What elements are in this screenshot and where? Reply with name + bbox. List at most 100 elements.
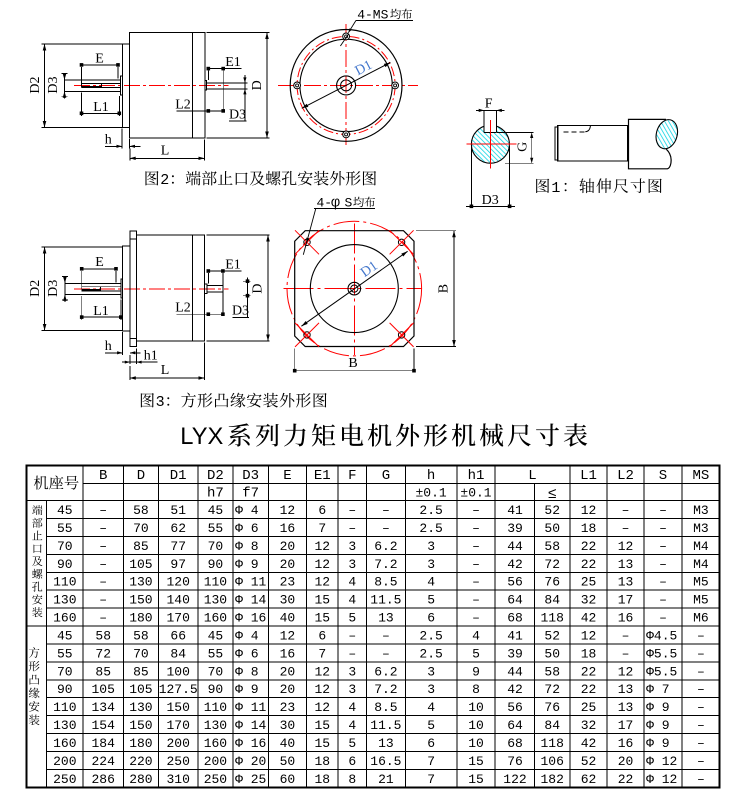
svg-text:D3: D3 [242,468,259,484]
svg-text:60: 60 [280,772,296,787]
svg-text:L1: L1 [93,100,109,115]
svg-text:18: 18 [314,772,330,787]
svg-text:250: 250 [53,772,76,787]
svg-text:12: 12 [280,628,296,643]
svg-text:≤: ≤ [548,485,556,502]
svg-text:134: 134 [91,700,115,715]
svg-text:16: 16 [280,646,296,661]
svg-text:Φ5.5: Φ5.5 [646,664,677,679]
svg-text:10: 10 [468,718,484,733]
svg-text:–: – [472,503,480,518]
svg-text:–: – [659,539,667,554]
svg-text:–: – [697,646,705,661]
svg-text:4: 4 [427,575,435,590]
svg-text:130: 130 [204,593,227,608]
svg-text:L2: L2 [175,301,191,316]
svg-text:–: – [382,628,390,643]
svg-text:45: 45 [208,503,224,518]
svg-text:58: 58 [544,664,560,679]
svg-text:Φ 12: Φ 12 [646,754,677,769]
svg-text:E1: E1 [314,468,331,484]
svg-text:130: 130 [204,718,227,733]
svg-text:Φ 4: Φ 4 [235,628,259,643]
svg-text:105: 105 [129,682,152,697]
svg-text:10: 10 [468,700,484,715]
svg-text:72: 72 [95,646,111,661]
svg-text:Φ4.5: Φ4.5 [646,628,677,643]
svg-text:MS: MS [692,468,709,484]
svg-text:M5: M5 [693,593,709,608]
svg-text:12: 12 [314,575,330,590]
svg-text:55: 55 [57,646,73,661]
svg-text:52: 52 [544,503,560,518]
svg-text:50: 50 [544,646,560,661]
svg-text:M6: M6 [693,611,709,626]
svg-text:h1: h1 [468,468,485,484]
svg-text:41: 41 [507,503,523,518]
svg-text:52: 52 [544,628,560,643]
svg-text:3: 3 [427,557,435,572]
svg-text:32: 32 [581,718,597,733]
svg-text:44: 44 [507,539,523,554]
svg-text:160: 160 [204,736,227,751]
svg-text:3: 3 [348,539,356,554]
svg-text:52: 52 [581,754,597,769]
svg-text:12: 12 [581,503,597,518]
svg-text:130: 130 [129,575,152,590]
svg-text:44: 44 [507,664,523,679]
svg-text:Φ 6: Φ 6 [235,646,258,661]
svg-text:184: 184 [91,736,115,751]
svg-text:58: 58 [133,503,149,518]
svg-text:7: 7 [318,646,326,661]
svg-text:11.5: 11.5 [370,718,401,733]
svg-text:2.5: 2.5 [419,503,442,518]
svg-text:11.5: 11.5 [370,593,401,608]
svg-text:–: – [622,503,630,518]
svg-text:84: 84 [170,646,186,661]
svg-text:250: 250 [204,772,227,787]
svg-text:84: 84 [544,718,560,733]
svg-text:25: 25 [581,575,597,590]
svg-text:6: 6 [427,736,435,751]
svg-text:–: – [472,611,480,626]
svg-text:30: 30 [280,593,296,608]
svg-text:–: – [382,646,390,661]
svg-text:55: 55 [208,646,224,661]
svg-text:Φ 9: Φ 9 [646,736,669,751]
svg-text:18: 18 [581,521,597,536]
svg-text:D3: D3 [46,76,61,93]
svg-text:9: 9 [472,664,480,679]
svg-text:45: 45 [208,628,224,643]
svg-text:4: 4 [427,700,435,715]
svg-text:h7: h7 [207,486,224,502]
svg-text:64: 64 [507,718,523,733]
svg-text:182: 182 [540,772,563,787]
svg-text:15: 15 [314,611,330,626]
svg-text:85: 85 [133,664,149,679]
svg-text:21: 21 [378,772,394,787]
svg-text:16: 16 [618,736,634,751]
svg-text:Φ 8: Φ 8 [235,664,258,679]
svg-text:M5: M5 [693,575,709,590]
svg-text:–: – [697,772,705,787]
svg-text:E: E [95,255,104,270]
svg-text:12: 12 [618,539,634,554]
svg-text:22: 22 [618,772,634,787]
svg-text:M4: M4 [693,539,709,554]
svg-text:12: 12 [314,539,330,554]
svg-text:150: 150 [129,593,152,608]
svg-text:84: 84 [544,593,560,608]
svg-text:6.2: 6.2 [374,539,397,554]
svg-text:42: 42 [507,557,523,572]
svg-text:76: 76 [507,754,523,769]
svg-text:h: h [427,468,435,484]
svg-text:310: 310 [166,772,189,787]
svg-text:–: – [622,646,630,661]
svg-text:70: 70 [57,539,73,554]
svg-text:45: 45 [57,628,73,643]
svg-text:–: – [659,557,667,572]
svg-text:58: 58 [133,628,149,643]
svg-text:6.2: 6.2 [374,664,397,679]
svg-text:55: 55 [57,521,73,536]
svg-text:70: 70 [208,539,224,554]
